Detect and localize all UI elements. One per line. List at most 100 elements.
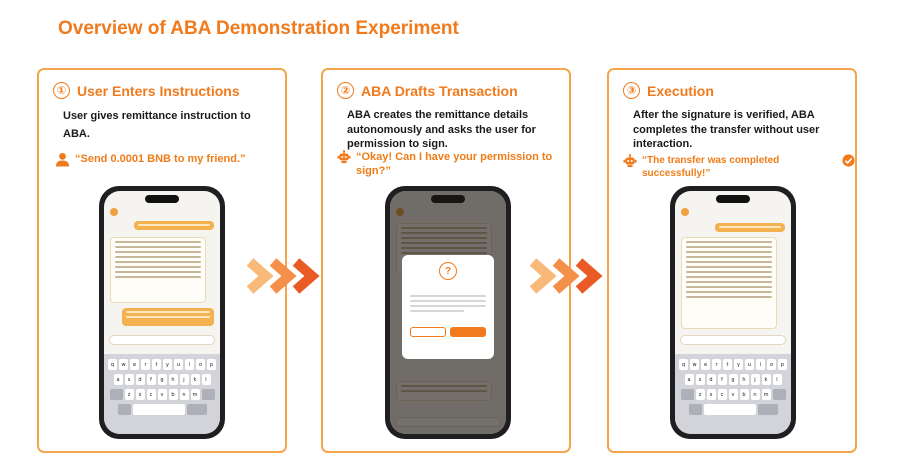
key-r[interactable]: r [141, 359, 150, 370]
bot-avatar [681, 208, 689, 216]
key-d[interactable]: d [706, 374, 716, 385]
key-z[interactable]: z [695, 389, 705, 400]
dynamic-island [716, 195, 750, 203]
key-n[interactable]: n [179, 389, 189, 400]
message-input[interactable] [680, 335, 786, 345]
backspace-key[interactable] [772, 389, 786, 400]
space-key[interactable] [132, 404, 185, 415]
key-y[interactable]: y [734, 359, 743, 370]
step-heading: ② ABA Drafts Transaction [337, 82, 518, 99]
chat-header [104, 205, 220, 219]
key-g[interactable]: g [728, 374, 738, 385]
phone-screen: ? [390, 191, 506, 434]
step-number: ③ [623, 82, 640, 99]
dialog-text [410, 310, 464, 312]
key-u[interactable]: u [174, 359, 183, 370]
chevron-icon [246, 258, 274, 294]
key-f[interactable]: f [717, 374, 727, 385]
step-title: ABA Drafts Transaction [361, 82, 518, 99]
key-h[interactable]: h [168, 374, 178, 385]
robot-icon [337, 150, 351, 169]
return-key[interactable] [186, 404, 207, 415]
key-p[interactable]: p [207, 359, 216, 370]
key-s[interactable]: s [695, 374, 705, 385]
key-f[interactable]: f [146, 374, 156, 385]
key-v[interactable]: v [157, 389, 167, 400]
robot-icon [623, 154, 637, 173]
key-u[interactable]: u [745, 359, 754, 370]
key-j[interactable]: j [750, 374, 760, 385]
key-l[interactable]: l [201, 374, 211, 385]
key-o[interactable]: o [767, 359, 776, 370]
key-b[interactable]: b [168, 389, 178, 400]
key-o[interactable]: o [196, 359, 205, 370]
step-description: User gives remittance instruction to ABA… [63, 110, 251, 140]
key-y[interactable]: y [163, 359, 172, 370]
chevron-icon [575, 258, 603, 294]
sign-permission-dialog: ? [402, 255, 494, 359]
phone-mockup: ? [385, 186, 511, 439]
key-i[interactable]: i [756, 359, 765, 370]
key-q[interactable]: q [679, 359, 688, 370]
message-input[interactable] [109, 335, 215, 345]
backspace-key[interactable] [201, 389, 215, 400]
return-key[interactable] [757, 404, 778, 415]
step-title: User Enters Instructions [77, 82, 240, 99]
space-key[interactable] [703, 404, 756, 415]
step-quote-row: “Send 0.0001 BNB to my friend.” [55, 152, 246, 172]
cancel-button[interactable] [402, 343, 494, 348]
flow-arrows [529, 258, 603, 294]
key-d[interactable]: d [135, 374, 145, 385]
key-t[interactable]: t [152, 359, 161, 370]
key-b[interactable]: b [739, 389, 749, 400]
key-a[interactable]: a [684, 374, 694, 385]
key-r[interactable]: r [712, 359, 721, 370]
dialog-text [410, 300, 486, 302]
step-description: ABA creates the remittance details auton… [347, 109, 536, 151]
key-t[interactable]: t [723, 359, 732, 370]
key-c[interactable]: c [717, 389, 727, 400]
numbers-key[interactable] [688, 404, 702, 415]
key-x[interactable]: x [706, 389, 716, 400]
key-g[interactable]: g [157, 374, 167, 385]
bot-message-bubble [681, 237, 777, 329]
key-m[interactable]: m [761, 389, 771, 400]
deny-button[interactable] [450, 327, 486, 337]
key-j[interactable]: j [179, 374, 189, 385]
step-title: Execution [647, 82, 714, 99]
shift-key[interactable] [680, 389, 694, 400]
step-number: ② [337, 82, 354, 99]
key-l[interactable]: l [772, 374, 782, 385]
key-m[interactable]: m [190, 389, 200, 400]
key-p[interactable]: p [778, 359, 787, 370]
key-k[interactable]: k [190, 374, 200, 385]
bot-avatar [110, 208, 118, 216]
key-e[interactable]: e [701, 359, 710, 370]
key-a[interactable]: a [113, 374, 123, 385]
key-w[interactable]: w [690, 359, 699, 370]
key-i[interactable]: i [185, 359, 194, 370]
step-heading: ① User Enters Instructions [53, 82, 240, 99]
key-e[interactable]: e [130, 359, 139, 370]
question-icon: ? [439, 262, 457, 280]
key-x[interactable]: x [135, 389, 145, 400]
shift-key[interactable] [109, 389, 123, 400]
allow-button[interactable] [410, 327, 446, 337]
key-c[interactable]: c [146, 389, 156, 400]
key-q[interactable]: q [108, 359, 117, 370]
key-k[interactable]: k [761, 374, 771, 385]
chevron-icon [552, 258, 580, 294]
key-h[interactable]: h [739, 374, 749, 385]
numbers-key[interactable] [117, 404, 131, 415]
key-n[interactable]: n [750, 389, 760, 400]
key-z[interactable]: z [124, 389, 134, 400]
key-v[interactable]: v [728, 389, 738, 400]
key-w[interactable]: w [119, 359, 128, 370]
user-message-bubble [715, 223, 785, 232]
page-title: Overview of ABA Demonstration Experiment [58, 18, 459, 39]
key-s[interactable]: s [124, 374, 134, 385]
